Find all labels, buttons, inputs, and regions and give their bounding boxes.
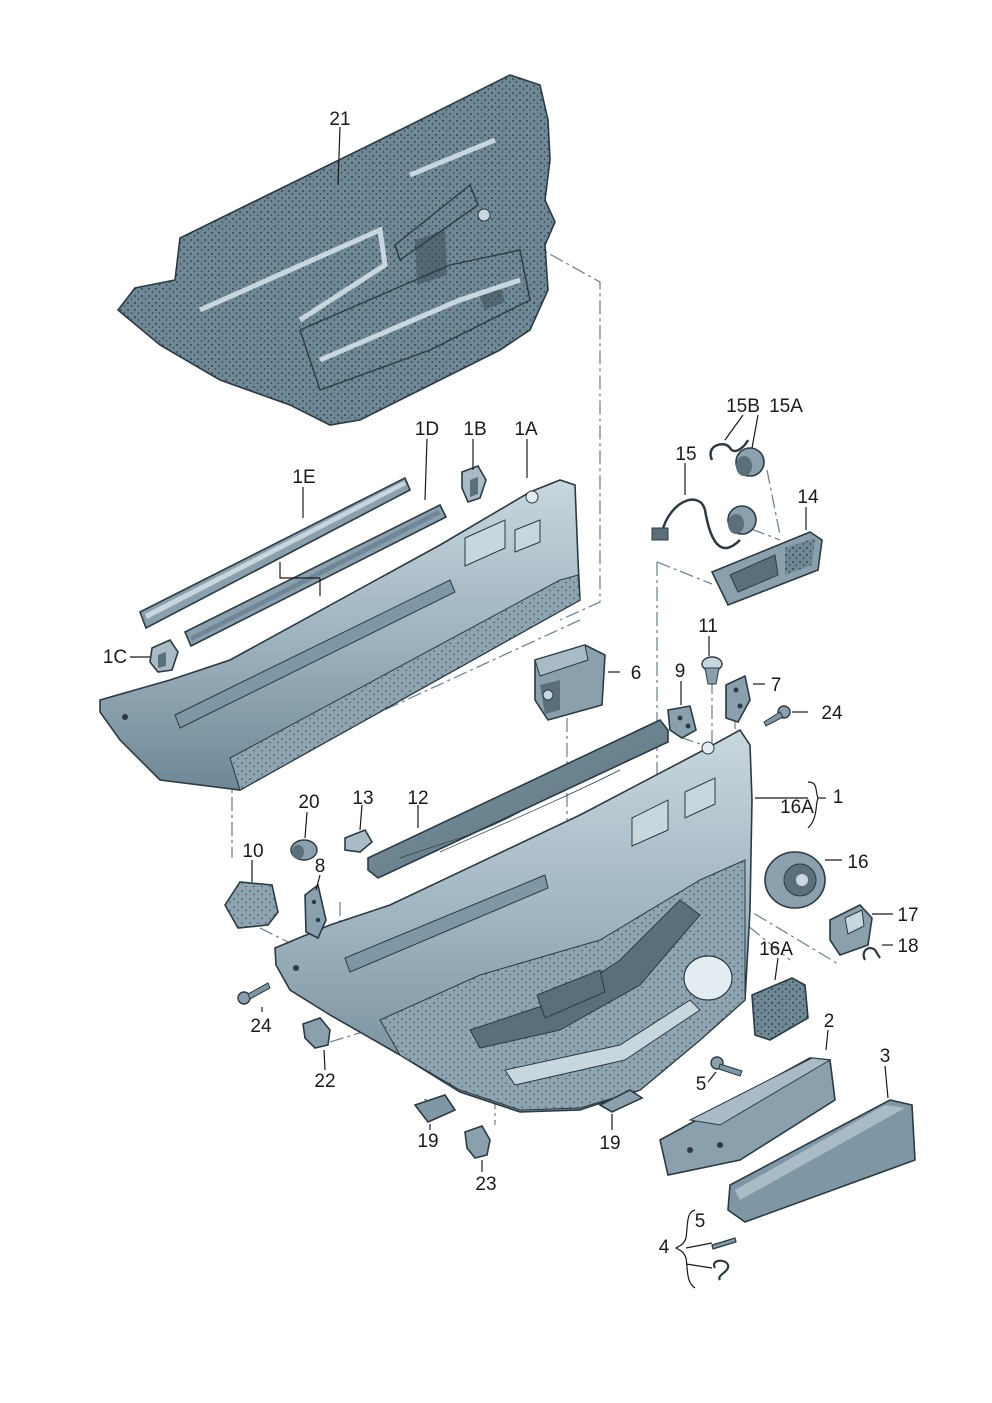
part-15-cable-harness	[651, 498, 757, 550]
label-19-left: 19	[417, 1131, 438, 1152]
label-15: 15	[675, 444, 696, 465]
part-4-pin	[711, 1237, 737, 1250]
label-21: 21	[329, 109, 350, 130]
label-13: 13	[352, 788, 373, 809]
part-24-screw-upper	[763, 705, 791, 727]
label-5-lower: 5	[695, 1211, 706, 1232]
label-2: 2	[824, 1011, 835, 1032]
part-1D-trim-strip	[183, 503, 448, 648]
part-8-bracket	[304, 883, 327, 940]
label-15A: 15A	[769, 396, 803, 417]
part-10-bracket	[224, 881, 279, 929]
part-1-door-trim-panel	[274, 728, 753, 1113]
part-11-cap	[701, 656, 723, 685]
label-5-upper: 5	[696, 1074, 707, 1095]
label-1C: 1C	[103, 647, 127, 668]
label-1B: 1B	[463, 419, 486, 440]
label-1: 1	[833, 787, 844, 808]
part-7-bracket	[725, 674, 751, 723]
part-9-bracket	[667, 705, 697, 739]
label-4: 4	[659, 1237, 670, 1258]
label-8: 8	[315, 856, 326, 877]
callout-labels: 21 1D 1B 1A 1E 1C 15B 15A 15 14 11 6 9 7…	[103, 109, 919, 1258]
label-1E: 1E	[292, 467, 315, 488]
label-1D: 1D	[415, 419, 439, 440]
part-21-insulation-sheet	[116, 74, 556, 426]
part-4-spring	[712, 1259, 730, 1281]
label-10: 10	[242, 841, 263, 862]
part-6-storage-pocket	[534, 644, 606, 721]
part-1C-clip	[149, 638, 179, 673]
label-6: 6	[631, 663, 642, 684]
label-18: 18	[897, 936, 918, 957]
part-15B-wire	[709, 439, 750, 461]
part-1B-clip	[461, 465, 487, 503]
part-24-screw-lower	[237, 982, 271, 1005]
label-19-right: 19	[599, 1133, 620, 1154]
label-12: 12	[407, 788, 428, 809]
label-1A: 1A	[514, 419, 538, 440]
label-16A-lower: 16A	[759, 939, 793, 960]
part-2-armrest-base	[659, 1057, 836, 1176]
part-3-armrest-cover	[727, 1099, 916, 1223]
label-16: 16	[847, 852, 868, 873]
label-20: 20	[298, 792, 319, 813]
part-16A-speaker-grille	[751, 977, 809, 1041]
part-23-clip	[464, 1125, 491, 1159]
label-9: 9	[675, 661, 686, 682]
label-17: 17	[897, 905, 918, 926]
label-24-upper: 24	[821, 703, 843, 724]
label-14: 14	[797, 487, 819, 508]
part-19-clip-left	[413, 1094, 457, 1123]
part-22-clip	[302, 1017, 331, 1049]
label-11: 11	[698, 616, 718, 637]
part-17-window-switch	[829, 904, 873, 956]
part-15A-grommet	[735, 447, 765, 477]
part-5-screw	[710, 1056, 743, 1077]
label-7: 7	[771, 675, 782, 696]
part-13-clip	[344, 829, 374, 853]
label-15B: 15B	[726, 396, 760, 417]
label-23: 23	[475, 1174, 496, 1195]
label-22: 22	[314, 1071, 335, 1092]
label-16A-upper: 16A	[780, 797, 814, 818]
part-18-spring-clip	[862, 946, 881, 961]
part-16-speaker	[764, 851, 826, 909]
part-12-decorative-insert	[367, 719, 669, 879]
label-24-lower: 24	[250, 1016, 272, 1037]
leader-lines	[130, 126, 893, 1289]
part-1E-trim-strip	[138, 476, 412, 630]
part-1A-upper-trim-panel	[99, 479, 581, 791]
label-3: 3	[880, 1046, 891, 1067]
part-20-grommet	[290, 839, 318, 861]
part-14-door-handle	[710, 531, 823, 607]
part-19-clip-right	[598, 1089, 644, 1113]
